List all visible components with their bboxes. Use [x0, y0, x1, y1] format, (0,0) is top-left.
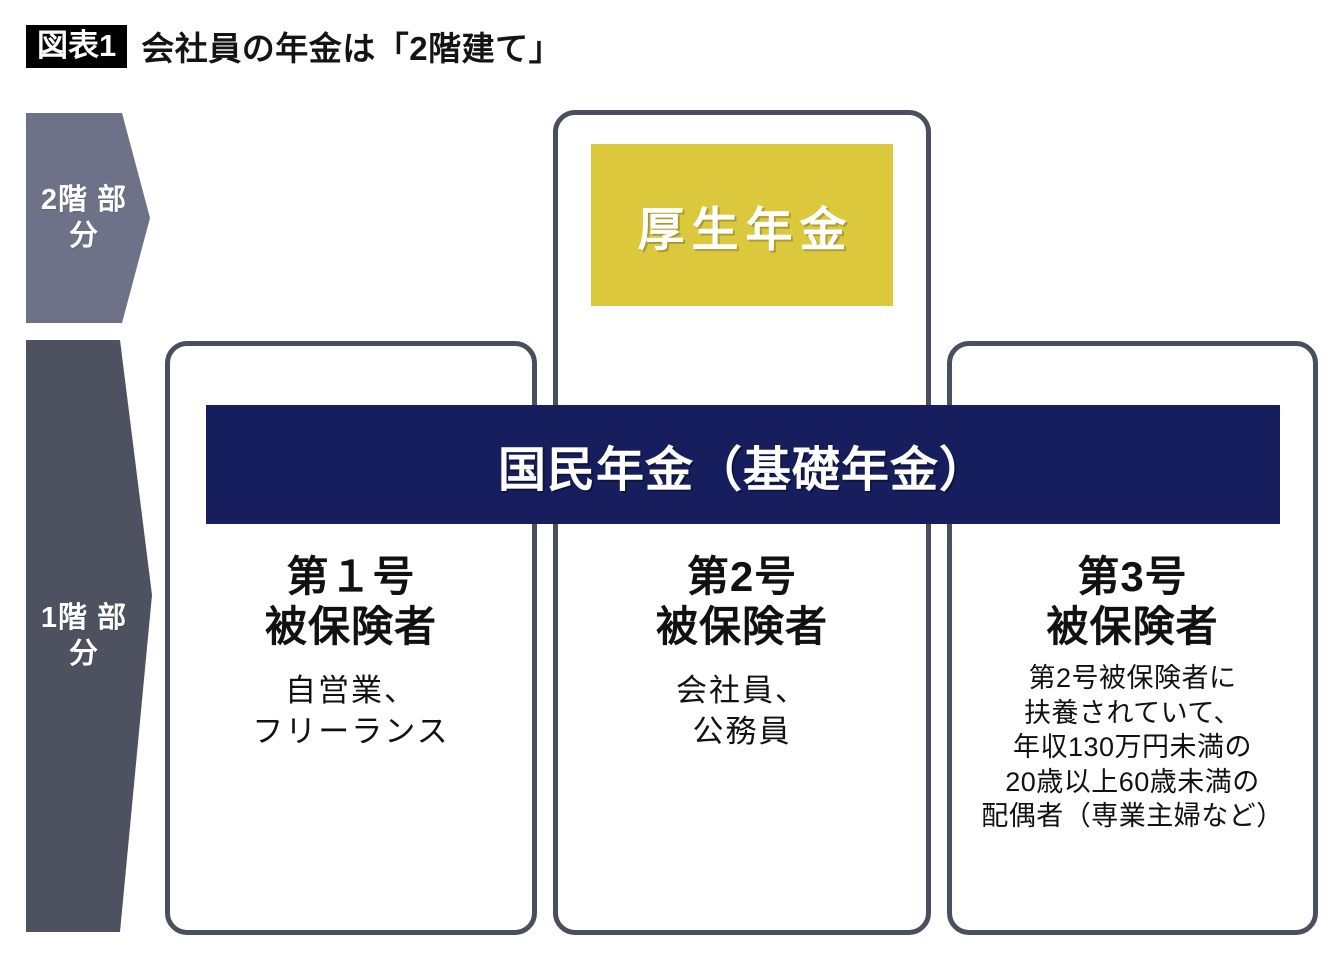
category-2-text-block: 第2号 被保険者 会社員、 公務員 [553, 552, 931, 753]
page-title: 会社員の年金は「2階建て」 [141, 30, 563, 67]
tier-label-second-floor: 2階 部分 [40, 183, 128, 252]
category-3-description: 第2号被保険者に 扶養されていて、 年収130万円未満の 20歳以上60歳未満の… [981, 663, 1284, 832]
category-2-description: 会社員、 公務員 [676, 673, 808, 749]
category-1-heading: 第１号 被保険者 [264, 553, 437, 650]
category-3-text-block: 第3号 被保険者 第2号被保険者に 扶養されていて、 年収130万円未満の 20… [947, 552, 1318, 834]
category-2-heading: 第2号 被保険者 [655, 553, 828, 650]
tier-marker-first-floor: 1階 部分 [26, 340, 152, 932]
tier-label-first-floor: 1階 部分 [40, 601, 128, 670]
employee-pension-label: 厚生年金 [637, 202, 854, 256]
employee-pension-band: 厚生年金 [591, 144, 893, 306]
arrow-right-hexagon-icon [26, 113, 150, 323]
national-pension-label: 国民年金（基礎年金） [497, 443, 988, 497]
arrow-right-hexagon-icon [26, 340, 152, 932]
tier-marker-second-floor: 2階 部分 [26, 113, 150, 323]
category-1-text-block: 第１号 被保険者 自営業、 フリーランス [165, 552, 537, 753]
category-3-heading: 第3号 被保険者 [1046, 553, 1219, 650]
category-1-description: 自営業、 フリーランス [252, 673, 450, 749]
figure-number-badge: 図表1 [26, 24, 128, 68]
national-pension-band: 国民年金（基礎年金） [206, 405, 1280, 524]
diagram-title-row: 図表1 会社員の年金は「2階建て」 [26, 22, 562, 70]
